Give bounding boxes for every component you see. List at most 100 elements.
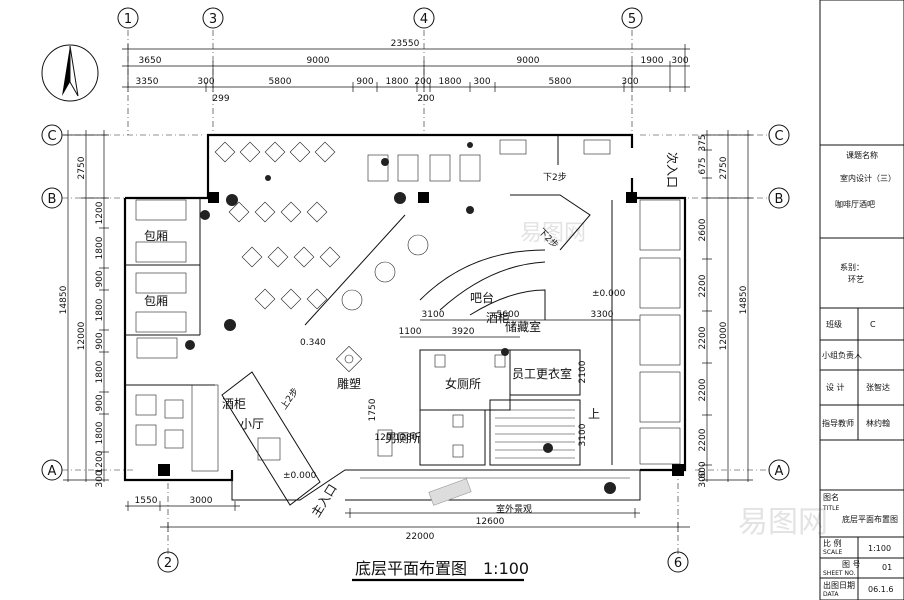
svg-text:2750: 2750 — [77, 156, 87, 179]
svg-text:C: C — [47, 129, 56, 144]
right-dimension-chain: 375 675 2600 2200 2200 2200 2200 600 300… — [698, 130, 753, 488]
svg-text:2600: 2600 — [698, 218, 708, 241]
svg-text:1750: 1750 — [368, 398, 378, 421]
svg-text:12000: 12000 — [77, 321, 87, 350]
svg-text:1280: 1280 — [395, 433, 418, 443]
axis-bubble-bottom-6: 6 — [667, 551, 689, 573]
svg-text:22000: 22000 — [406, 532, 435, 542]
svg-text:300: 300 — [671, 56, 688, 66]
svg-text:2200: 2200 — [698, 428, 708, 451]
axis-bubble-right-a: A — [768, 459, 790, 481]
room-label-private-room-1: 包厢 — [144, 229, 168, 243]
svg-text:1800: 1800 — [439, 77, 462, 87]
svg-text:2200: 2200 — [698, 378, 708, 401]
tb-tutor-value: 林约翰 — [866, 418, 890, 428]
svg-text:2750: 2750 — [719, 156, 729, 179]
room-label-bar: 吧台 — [470, 290, 494, 305]
svg-text:23550: 23550 — [391, 39, 420, 49]
tb-project-value: 咖啡厅酒吧 — [835, 199, 875, 209]
tb-drawing-name-en: TITLE — [822, 505, 839, 512]
diagonal-screen-wall — [304, 214, 406, 326]
svg-text:375: 375 — [698, 134, 708, 151]
tb-leader-label: 小组负责人 — [822, 350, 862, 360]
svg-text:200: 200 — [414, 77, 431, 87]
tb-drawing-name-label: 图名 — [823, 492, 839, 502]
svg-text:1800: 1800 — [95, 360, 105, 383]
tb-sheet-value: 01 — [882, 563, 892, 572]
svg-text:B: B — [48, 192, 57, 207]
axis-bubble-top-4: 4 — [413, 7, 435, 29]
svg-text:900: 900 — [356, 77, 373, 87]
svg-text:300: 300 — [621, 77, 638, 87]
columns — [158, 192, 684, 476]
room-label-wine-cabinet-1: 酒柜 — [222, 397, 246, 411]
axis-bubble-left-a: A — [41, 459, 63, 481]
svg-text:9000: 9000 — [517, 56, 540, 66]
svg-text:3100: 3100 — [578, 423, 588, 446]
tb-class-label: 班级 — [826, 319, 842, 329]
svg-text:2200: 2200 — [698, 326, 708, 349]
room-label-staff-changing: 员工更衣室 — [512, 366, 572, 381]
tb-sheet-en: SHEET NO. — [823, 570, 855, 577]
axis-bubble-bottom-2: 2 — [157, 551, 179, 573]
svg-text:1200: 1200 — [95, 201, 105, 224]
svg-text:9000: 9000 — [307, 56, 330, 66]
axis-bubble-top-3: 3 — [202, 7, 224, 29]
tb-course-label: 课题名称 — [846, 150, 878, 160]
tb-scale-label: 比 例 — [823, 538, 842, 548]
drawing-scale: 1:100 — [483, 559, 529, 578]
axis-bubble-top-5: 5 — [621, 7, 643, 29]
step-down-label-1: 下2步 — [543, 172, 567, 183]
room-label-secondary-entrance: 次入口 — [665, 152, 679, 188]
north-arrow-icon — [41, 44, 99, 102]
watermark-text-2: 易图网 — [738, 505, 828, 540]
plant-icons — [185, 142, 616, 494]
round-tables — [341, 234, 429, 311]
svg-text:120: 120 — [374, 433, 391, 443]
svg-text:5: 5 — [628, 12, 636, 27]
svg-text:1800: 1800 — [386, 77, 409, 87]
svg-text:12600: 12600 — [476, 517, 505, 527]
drawing-title: 底层平面布置图 — [355, 559, 467, 578]
axis-bubble-left-b: B — [41, 187, 63, 209]
tb-scale-value: 1:100 — [868, 544, 891, 553]
svg-text:2200: 2200 — [698, 274, 708, 297]
exterior-walls — [123, 133, 687, 501]
lounge-furniture — [135, 384, 219, 472]
axis-grid-lines — [62, 30, 770, 555]
svg-text:A: A — [48, 464, 57, 479]
svg-text:900: 900 — [95, 332, 105, 349]
svg-text:2: 2 — [164, 556, 172, 571]
interior-dimensions: 3100 5600 3300 1100 3920 2100 3100 1750 … — [368, 310, 640, 446]
stairs — [495, 409, 575, 459]
tb-date-label: 出图日期 — [823, 580, 855, 590]
svg-text:12000: 12000 — [719, 321, 729, 350]
svg-text:B: B — [775, 192, 784, 207]
outdoor-landscape — [360, 477, 630, 506]
axis-bubble-right-b: B — [768, 187, 790, 209]
tb-sheet-label: 图 号 — [842, 560, 861, 569]
small-hall — [221, 371, 321, 506]
level-mark-bar: ±0.000 — [592, 289, 626, 299]
sculpture-icon — [335, 345, 363, 373]
svg-text:200: 200 — [417, 94, 434, 104]
tb-series-label: 系别： — [840, 262, 864, 272]
svg-text:600: 600 — [698, 461, 708, 478]
axis-bubble-left-c: C — [41, 124, 63, 146]
svg-text:900: 900 — [95, 270, 105, 287]
svg-text:299: 299 — [212, 94, 229, 104]
svg-text:1100: 1100 — [399, 327, 422, 337]
svg-text:4: 4 — [420, 12, 428, 27]
svg-text:14850: 14850 — [59, 285, 69, 314]
tb-scale-en: SCALE — [823, 549, 842, 556]
svg-text:300: 300 — [95, 470, 105, 487]
svg-text:675: 675 — [698, 157, 708, 174]
svg-text:3300: 3300 — [591, 310, 614, 320]
room-label-mens-toilet: 男厕所 — [385, 431, 421, 445]
svg-text:5800: 5800 — [549, 77, 572, 87]
bar-counter — [419, 194, 591, 320]
svg-text:3920: 3920 — [452, 327, 475, 337]
svg-text:3100: 3100 — [422, 310, 445, 320]
room-label-private-room-2: 包厢 — [144, 294, 168, 308]
